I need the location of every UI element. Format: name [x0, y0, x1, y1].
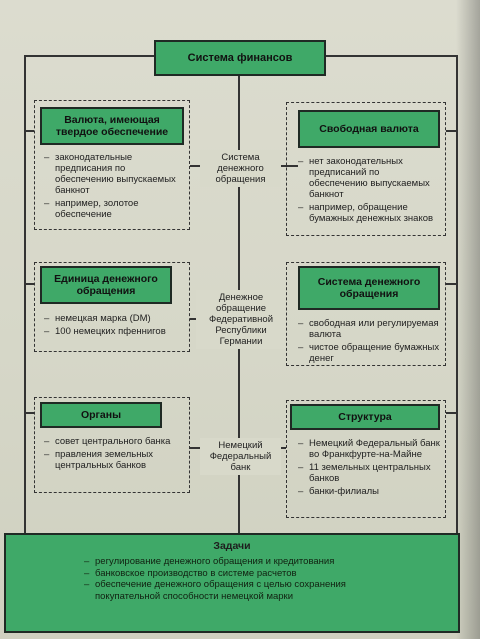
list-item: 100 немецких пфеннигов [44, 326, 184, 337]
right-box-free-currency-title: Свободная валюта [319, 123, 419, 135]
right-group-1 [286, 102, 446, 236]
frame-top-line [24, 55, 154, 57]
right-list-structure: Немецкий Федеральный банк во Франкфурте-… [298, 438, 440, 499]
left-group-1 [34, 100, 190, 230]
right-box-structure-title: Структура [338, 411, 392, 423]
list-item: свободная или регулируемая валюта [298, 318, 440, 340]
frame-tick-right-2 [446, 283, 456, 285]
finance-system-title: Система финансов [187, 52, 293, 64]
center-label-bundesbank: Немецкий Федеральный банк [200, 438, 281, 475]
list-item: 11 земельных центральных банков [298, 462, 440, 484]
left-box-currency-unit-title: Единица денежного обращения [54, 273, 158, 297]
right-box-structure: Структура [290, 404, 440, 430]
left-box-organs: Органы [40, 402, 162, 428]
left-box-hard-currency-title: Валюта, имеющая твердое обеспечение [55, 114, 169, 138]
list-item: банки-филиалы [298, 486, 440, 497]
left-list-currency-unit: немецкая марка (DM) 100 немецких пфенниг… [44, 313, 184, 339]
list-item: нет законодательных предписаний по обесп… [298, 156, 440, 200]
left-box-organs-title: Органы [80, 409, 122, 421]
frame-right-line [456, 55, 458, 535]
left-box-currency-unit: Единица денежного обращения [40, 266, 172, 304]
frame-tick-right-3 [446, 412, 456, 414]
list-item: немецкая марка (DM) [44, 313, 184, 324]
left-list-organs: совет центрального банка правления земел… [44, 436, 184, 473]
list-item: чистое обращение бумажных денег [298, 342, 440, 364]
left-list-hard-currency: законодательные предписания по обеспечен… [44, 152, 184, 222]
list-item: правления земельных центральных банков [44, 449, 184, 471]
right-list-free-currency: нет законодательных предписаний по обесп… [298, 156, 440, 226]
frame-top-line-right [326, 55, 457, 57]
center-label-frg: Денежное обращение Федеративной Республи… [196, 290, 286, 349]
right-group-3 [286, 400, 446, 518]
frame-tick-left-3 [24, 412, 34, 414]
list-item: банковское производство в системе расчет… [84, 568, 384, 580]
list-item: законодательные предписания по обеспечен… [44, 152, 184, 196]
left-box-hard-currency: Валюта, имеющая твердое обеспечение [40, 107, 184, 145]
right-box-currency-system-title: Система денежного обращения [317, 276, 421, 300]
finance-system-box: Система финансов [154, 40, 326, 76]
tasks-list: регулирование денежного обращения и кред… [84, 556, 384, 602]
list-item: регулирование денежного обращения и кред… [84, 556, 384, 568]
frame-left-line [24, 55, 26, 535]
frame-tick-left-2 [24, 283, 34, 285]
left-group-2 [34, 262, 190, 352]
right-box-free-currency: Свободная валюта [298, 110, 440, 148]
right-list-currency-system: свободная или регулируемая валюта чистое… [298, 318, 440, 366]
frame-tick-left-1 [24, 130, 34, 132]
center-label-currency-system: Система денежного обращения [200, 150, 281, 187]
right-box-currency-system: Система денежного обращения [298, 266, 440, 310]
tasks-box: Задачи регулирование денежного обращения… [4, 533, 460, 633]
left-group-3 [34, 397, 190, 493]
list-item: обеспечение денежного обращения с целью … [84, 579, 384, 602]
frame-tick-right-1 [446, 130, 456, 132]
right-group-2 [286, 262, 446, 366]
list-item: например, обращение бумажных денежных зн… [298, 202, 440, 224]
list-item: совет центрального банка [44, 436, 184, 447]
list-item: например, золотое обеспечение [44, 198, 184, 220]
tasks-title: Задачи [213, 540, 251, 552]
list-item: Немецкий Федеральный банк во Франкфурте-… [298, 438, 440, 460]
